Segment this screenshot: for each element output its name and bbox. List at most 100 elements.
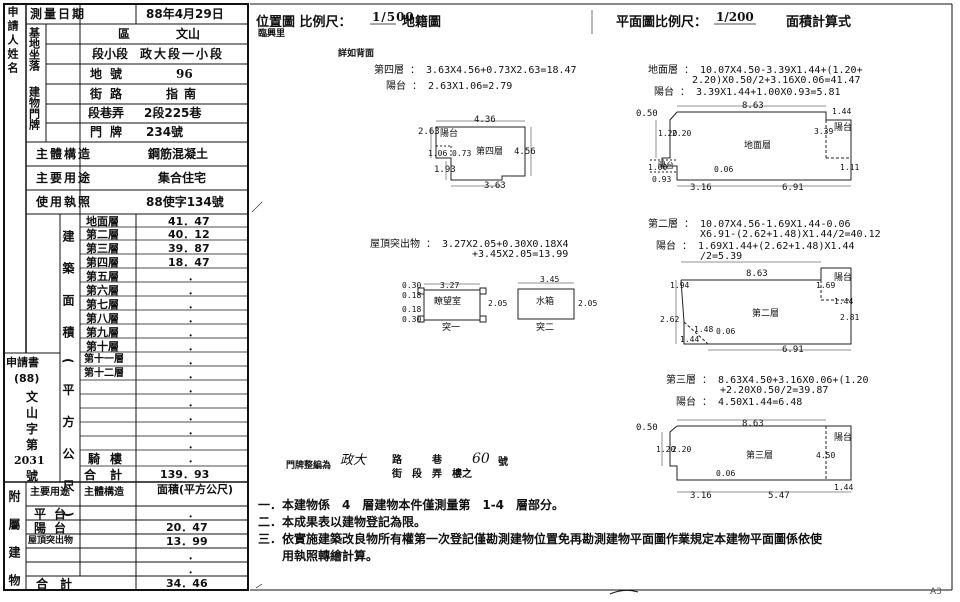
door-note-hand: 60 [472, 451, 490, 467]
roof-room2: 水箱 [536, 297, 555, 307]
floor3-dim: 1.44 [834, 483, 854, 492]
annex-row-use: 平台 [34, 507, 75, 521]
floor2-dim: 1.94 [670, 281, 690, 290]
floor-row-name: 第十一層 [84, 354, 124, 365]
annex-row-value: 20．47 [166, 521, 208, 534]
floor2-balcony-label: 陽台 [834, 273, 853, 283]
floor-row-name: 第六層 [86, 284, 119, 297]
annex-header-area: 面積(平方公尺) [156, 483, 234, 496]
floor4-dim: 4.56 [514, 147, 536, 157]
floor-row-value: ． [188, 382, 199, 395]
annex-row-value: ． [188, 563, 199, 576]
bldg-addr-label: 建物門牌 [27, 86, 41, 130]
floor2-dim: 1.44 [680, 335, 700, 344]
bottom-mark: A3 [930, 587, 942, 597]
roof-dim: 3.27 [440, 281, 460, 290]
floor2-dim: 8.63 [746, 269, 768, 279]
door-note-2: 路 巷 [392, 455, 442, 466]
ground-dim: 6.91 [782, 183, 804, 193]
floor-row-name: 第三層 [86, 242, 119, 255]
roof-dim: 0.30 [402, 281, 422, 290]
floor2-dim: 2.62 [660, 315, 680, 324]
floor3-formula-1: 第三層 ： 8.63X4.50+3.16X0.06+(1.20 [666, 375, 869, 386]
floor2-balcony-2: /2=5.39 [700, 251, 743, 262]
annex-row-value: ． [188, 507, 199, 520]
ground-label: 地面層 [744, 141, 772, 151]
floor-row-name: 地面層 [86, 215, 119, 228]
left-table-grid [3, 3, 249, 591]
app-book-line: 字 [26, 422, 39, 436]
floor-row-value: ． [188, 424, 199, 437]
note-line: 三．依實施建築改良物所有權第一次登記僅勘測建物位置免再勘測建物平面圖作業規定本建… [258, 532, 823, 546]
floor3-dim: 0.06 [716, 469, 736, 478]
floor4-balcony: 陽台 ： 2.63X1.06=2.79 [386, 81, 513, 92]
floor3-label: 第三層 [746, 451, 774, 461]
roof-formula-1: 屋頂突出物 ： 3.27X2.05+0.30X0.18X4 [370, 239, 569, 250]
applicant-label: 申請人姓名 [6, 6, 19, 76]
app-book-label: 申請書 [6, 356, 39, 369]
floor3-dim: 0.50 [636, 423, 658, 433]
ground-dim: 3.16 [690, 183, 712, 193]
roof-label1: 突一 [442, 323, 461, 333]
ground-dim: 1.20 [658, 129, 678, 138]
floor-row-value: 139．93 [160, 468, 210, 481]
floor2-dim: 6.91 [782, 345, 804, 355]
note-line: 一．本建物係 4 層建物本件僅測量第 1-4 層部分。 [258, 498, 565, 512]
floor-row-name: 第五層 [86, 270, 119, 283]
roof-dim: 0.30 [402, 315, 422, 324]
floor3-dim: 4.50 [816, 451, 836, 460]
floor2-label: 第二層 [752, 309, 780, 319]
location-title: 位置圖 比例尺： [256, 15, 352, 30]
annex-row-value: 34．46 [166, 577, 208, 590]
annex-header-use: 主要用途 [30, 487, 70, 498]
roof-dim: 2.05 [488, 299, 508, 308]
floor-row-name: 第十二層 [84, 368, 124, 379]
door-note-4: 號 [498, 457, 508, 468]
door-label: 門牌 [90, 125, 131, 139]
floor4-dim: 0.73 [452, 149, 472, 158]
ground-dim: 0.93 [652, 175, 672, 184]
floor4-plan [430, 120, 532, 187]
app-book-line: 文 [26, 390, 39, 404]
annex-header-title: 附屬建物 [7, 490, 21, 602]
floor-row-value: ． [188, 340, 199, 353]
floor-row-name: 第八層 [86, 312, 119, 325]
ground-dim: 3.39 [814, 127, 834, 136]
floor-row-value: ． [188, 396, 199, 409]
floor4-balcony-label: 陽台 [440, 129, 459, 139]
roof-plan [417, 282, 575, 323]
lane-label: 段巷弄 [88, 106, 125, 120]
roof-label2: 突二 [536, 323, 555, 333]
app-book-line: (88) [14, 372, 40, 385]
floor3-formula-2: +2.20X0.50/2=39.87 [720, 385, 829, 396]
annex-header-structure: 主體構造 [84, 487, 124, 498]
door-note-1: 門牌整編為 [286, 461, 332, 471]
door-value: 234號 [146, 125, 184, 139]
stamp-note: 臨興里 [258, 29, 286, 39]
floor2-balcony-1: 陽台 ： 1.69X1.44+(2.62+1.48)X1.44 [656, 241, 855, 252]
section-value: 政大段一小段 [140, 47, 225, 61]
ground-dim: 0.06 [714, 165, 734, 174]
floor-row-value: ． [188, 312, 199, 325]
floor-row-name: 第九層 [86, 326, 119, 339]
note-line: 用執照轉繪計算。 [258, 549, 379, 563]
ground-dim: 0.50 [636, 109, 658, 119]
annex-row-value: 13．99 [166, 535, 208, 548]
ground-plan [650, 105, 852, 187]
floor4-dim: 2.63 [418, 127, 440, 137]
floor2-formula-1: 第二層 ： 10.07X4.56-1.69X1.44-0.06 [648, 219, 851, 230]
floor3-dim: 2.20 [672, 445, 692, 454]
floor2-dim: 1.44 [834, 297, 854, 306]
district-label: 區 [118, 27, 131, 41]
ground-formula-2: 2.20)X0.50/2+3.16X0.06=41.47 [692, 75, 861, 86]
structure-value: 鋼筋混凝土 [148, 147, 209, 161]
floor3-dim: 5.47 [768, 491, 790, 501]
floor-row-value: ． [188, 298, 199, 311]
door-note-hand2: 政大 [340, 453, 367, 468]
ground-dim: 1.44 [832, 107, 852, 116]
street-value: 指南 [166, 87, 203, 101]
floor-row-value: ． [188, 284, 199, 297]
ground-dim: 8.63 [742, 101, 764, 111]
floor2-dim: 1.69 [816, 281, 836, 290]
